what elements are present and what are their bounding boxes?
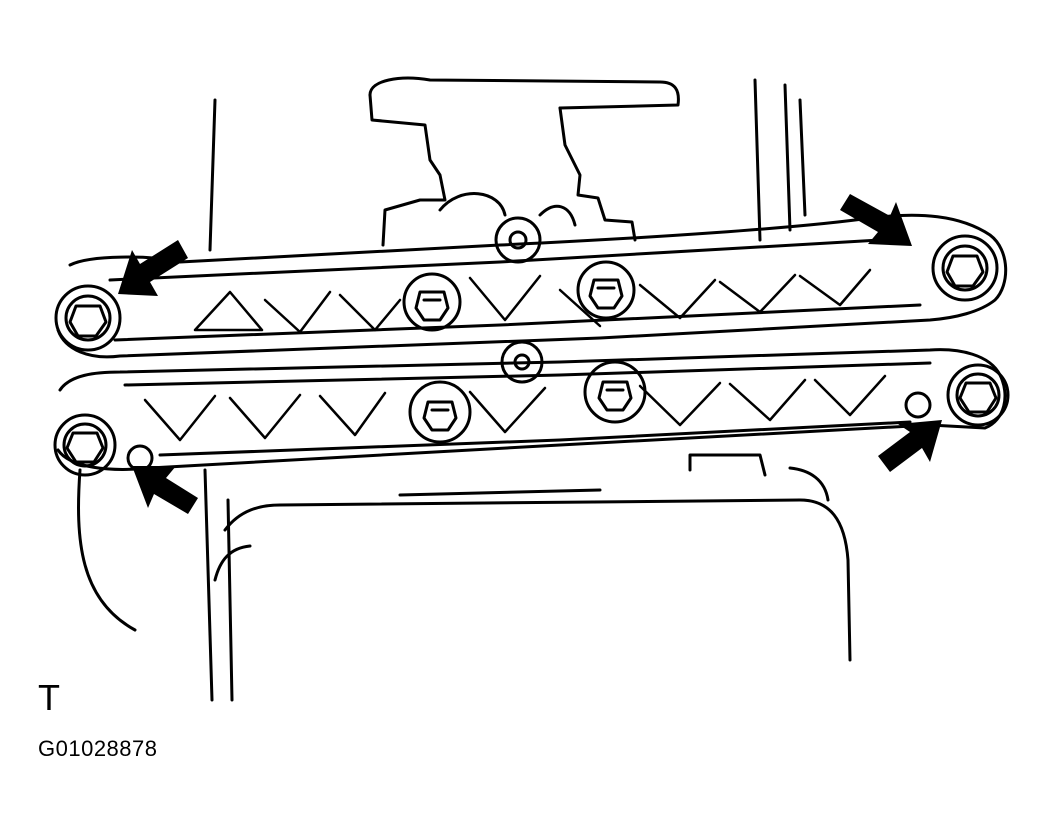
callout-arrow-upper-left <box>118 240 188 296</box>
inner-bolt-lower-right <box>583 360 647 424</box>
inner-bolt-upper-left <box>402 272 462 332</box>
callout-arrow-upper-right <box>840 194 912 246</box>
inner-bolt-upper-right <box>576 260 636 320</box>
lower-truss-ribs <box>143 374 887 442</box>
crossmember-upper-beam <box>56 213 1008 359</box>
outer-bolt-upper-left <box>54 284 122 352</box>
outer-bolt-lower-right <box>946 363 1010 427</box>
upper-truss-ribs <box>193 268 872 334</box>
figure-code-label: G01028878 <box>38 736 158 761</box>
outer-bolt-upper-right <box>931 234 999 302</box>
crossmember-lower-beam <box>56 348 1007 471</box>
outer-bolt-lower-left <box>53 413 117 477</box>
callout-arrow-lower-left <box>132 466 198 514</box>
transmission-housing <box>77 76 852 702</box>
view-letter-label: T <box>38 677 60 718</box>
inner-bolt-lower-left <box>408 380 472 444</box>
callout-arrow-lower-right <box>878 420 942 472</box>
